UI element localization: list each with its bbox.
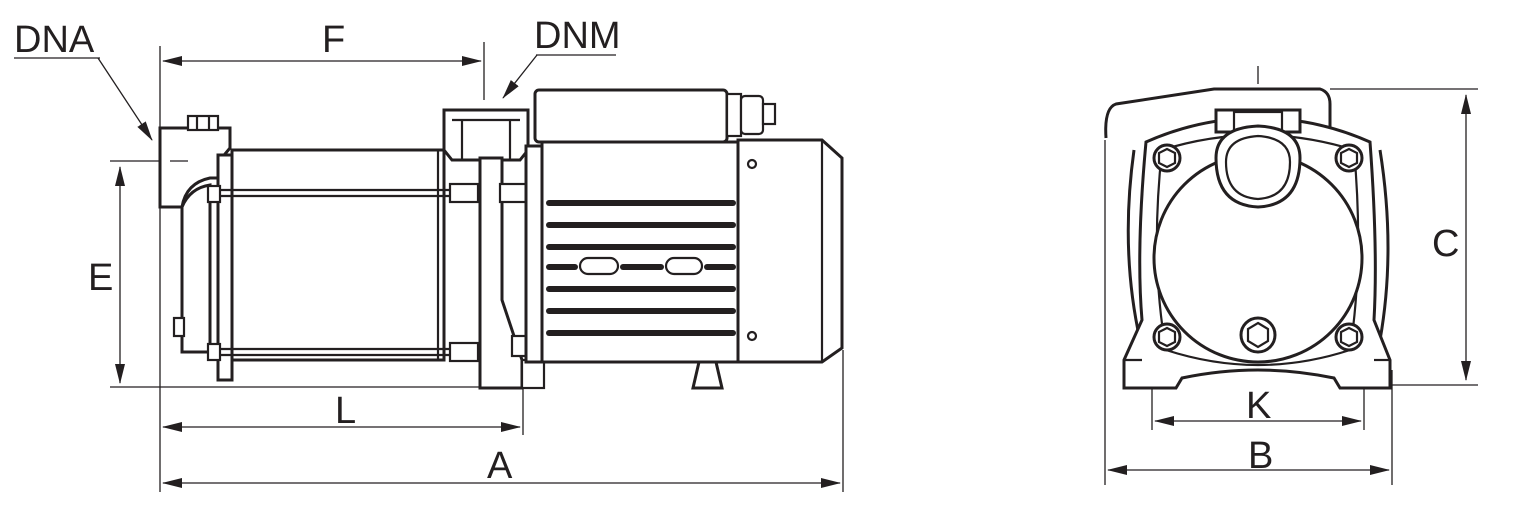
dimension-a-label: A: [487, 445, 513, 487]
casing-bolts: [1152, 143, 1364, 352]
side-view: DNA DNM F E L A: [14, 15, 844, 492]
inlet-nut: [186, 114, 220, 132]
motor-end-cap: [736, 138, 844, 364]
discharge-port: [1214, 124, 1302, 209]
dnm-leader-arrow: [502, 54, 538, 99]
dna-leader-arrow: [97, 57, 153, 141]
dimension-l-label: L: [335, 390, 356, 432]
dnm-label: DNM: [534, 15, 621, 57]
inlet-casing-lower: [180, 183, 212, 354]
terminal-box: [533, 88, 729, 144]
dimension-f-label: F: [322, 19, 345, 61]
dimension-k-label: K: [1246, 385, 1271, 427]
motor-foot: [691, 360, 724, 390]
cooling-fins: [546, 200, 736, 336]
dimension-e-label: E: [88, 257, 113, 299]
pump-front-body: [1104, 87, 1392, 390]
tie-rod-nut-bottom: [448, 341, 480, 363]
dimension-c-label: C: [1432, 223, 1459, 265]
motor-body: [540, 140, 740, 364]
front-view: C K B: [1104, 66, 1478, 485]
discharge-port: [442, 108, 530, 162]
stage-casing: [230, 148, 446, 362]
tie-rod-nut-top: [448, 182, 480, 204]
dimension-b-label: B: [1248, 435, 1273, 477]
cable-gland: [739, 94, 765, 136]
pump-side-body: [158, 88, 844, 390]
dna-label: DNA: [14, 19, 95, 61]
